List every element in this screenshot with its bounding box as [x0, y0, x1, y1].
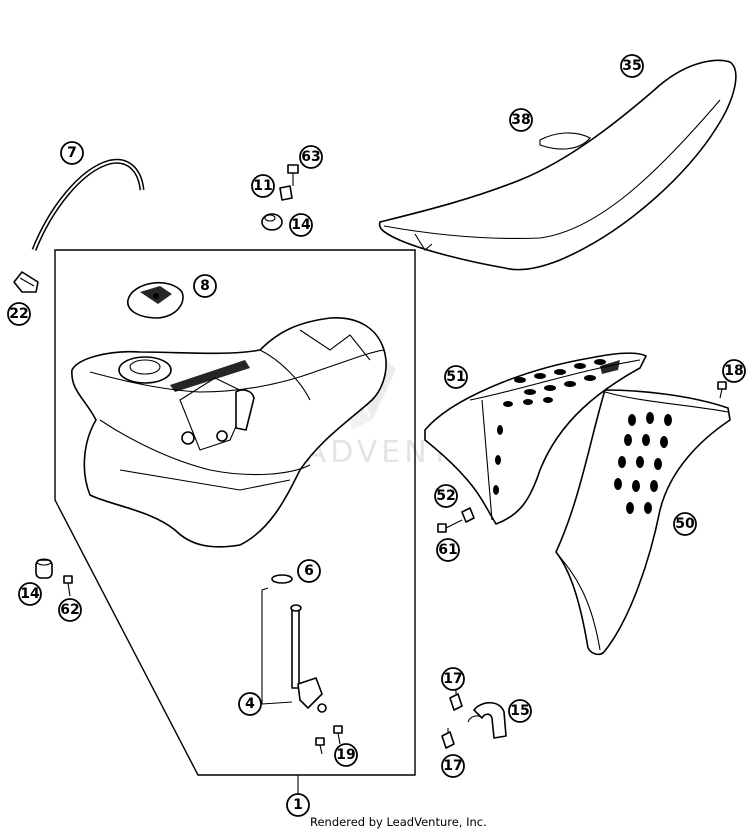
footer-credit: Rendered by LeadVenture, Inc.	[310, 815, 487, 829]
hose-fitting	[13, 271, 39, 293]
callout-14-left: 14	[18, 582, 42, 606]
callout-8: 8	[193, 274, 217, 298]
svg-text:4: 4	[245, 696, 255, 712]
spoiler-51	[424, 352, 647, 525]
svg-text:52: 52	[436, 488, 455, 504]
assembly-frame	[54, 249, 416, 776]
callout-22: 22	[7, 302, 31, 326]
svg-text:50: 50	[675, 516, 695, 532]
callout-14-top: 14	[289, 213, 313, 237]
screw-18	[717, 381, 727, 399]
o-ring	[271, 574, 293, 584]
callout-11: 11	[251, 174, 275, 198]
fuel-cap	[127, 282, 184, 319]
screw-62	[63, 575, 73, 597]
svg-text:22: 22	[9, 306, 28, 322]
callout-35: 35	[620, 54, 644, 78]
fuel-tank	[71, 317, 387, 548]
svg-text:18: 18	[724, 363, 743, 379]
hose-clamp-17-top	[449, 690, 463, 711]
washer-11	[279, 185, 293, 201]
rubber-bushing-14-left	[35, 558, 53, 579]
callout-63: 63	[299, 145, 323, 169]
svg-text:17: 17	[443, 758, 462, 774]
hose-clamp-17-bottom	[441, 728, 455, 749]
svg-text:11: 11	[253, 178, 272, 194]
svg-text:63: 63	[301, 149, 320, 165]
callout-51: 51	[444, 365, 468, 389]
svg-text:7: 7	[67, 145, 77, 161]
rubber-bushing-14-top	[261, 213, 283, 231]
callout-7: 7	[60, 141, 84, 165]
callout-18: 18	[722, 359, 746, 383]
svg-text:62: 62	[60, 602, 79, 618]
hose-15	[467, 701, 507, 739]
screw-63	[287, 164, 299, 186]
svg-text:15: 15	[510, 703, 529, 719]
svg-text:17: 17	[443, 671, 462, 687]
callout-1: 1	[286, 793, 310, 817]
callout-62: 62	[58, 598, 82, 622]
callout-61: 61	[436, 538, 460, 562]
svg-text:14: 14	[20, 586, 40, 602]
svg-text:35: 35	[622, 58, 641, 74]
callout-4: 4	[238, 692, 262, 716]
svg-text:61: 61	[438, 542, 457, 558]
callout-17-top: 17	[441, 667, 465, 691]
callout-52: 52	[434, 484, 458, 508]
seat	[378, 59, 737, 271]
screw-61	[437, 519, 463, 533]
collar-52	[461, 507, 475, 523]
callout-38: 38	[509, 108, 533, 132]
callout-50: 50	[673, 512, 697, 536]
svg-text:14: 14	[291, 217, 311, 233]
svg-text:1: 1	[293, 797, 303, 813]
svg-text:6: 6	[304, 563, 314, 579]
callout-6: 6	[297, 559, 321, 583]
callout-15: 15	[508, 699, 532, 723]
callout-17-bottom: 17	[441, 754, 465, 778]
svg-text:8: 8	[200, 278, 210, 294]
svg-text:19: 19	[336, 747, 355, 763]
fuel-breather-hose	[31, 158, 145, 251]
callout-19: 19	[334, 743, 358, 767]
spoiler-50	[555, 389, 731, 656]
screws-19	[315, 725, 343, 755]
svg-text:38: 38	[511, 112, 530, 128]
svg-text:51: 51	[446, 369, 465, 385]
fuel-tap	[290, 604, 327, 713]
